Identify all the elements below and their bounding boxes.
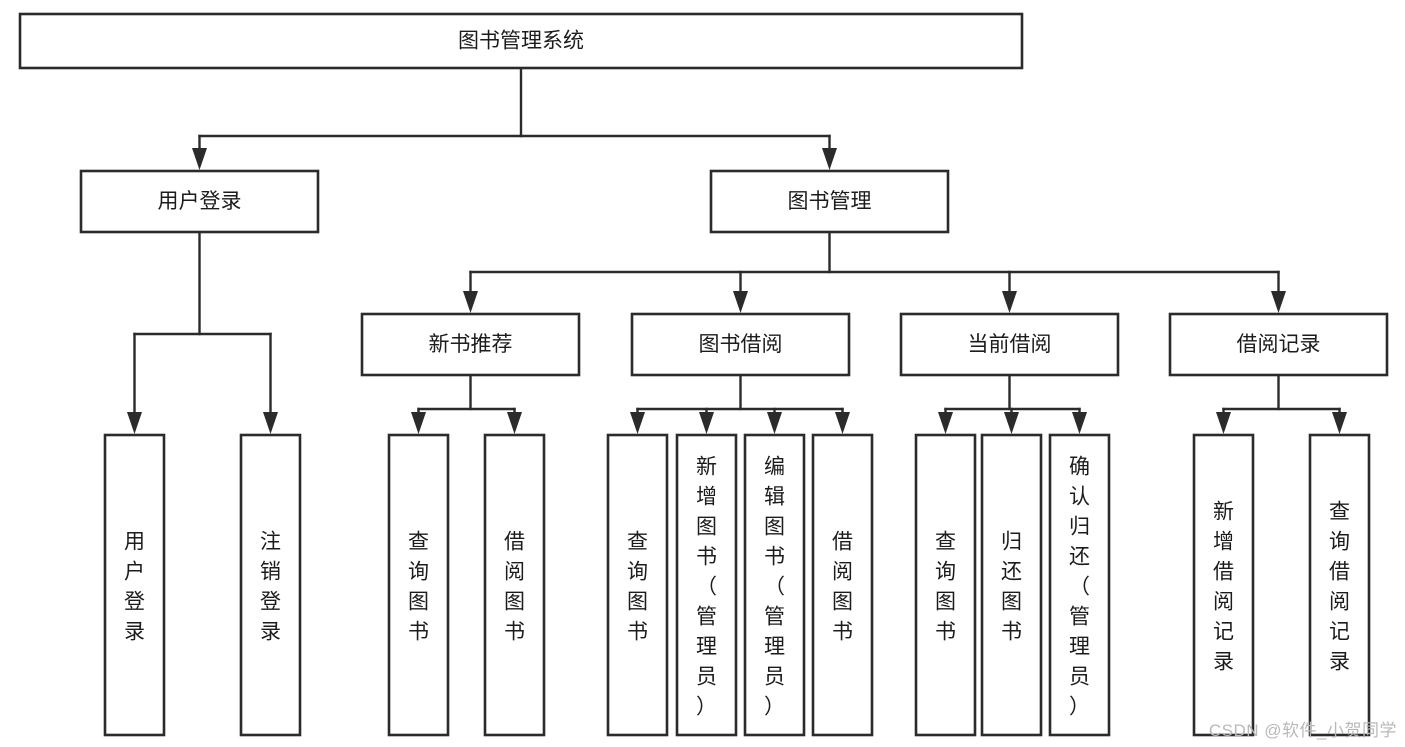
node-borrow-query-book-label: 查询图书 [627, 530, 648, 643]
node-recommend-query-book-label: 查询图书 [408, 530, 429, 643]
arrow-head-icon [127, 412, 142, 434]
arrow-head-icon [411, 412, 426, 434]
arrow-head-icon [822, 148, 837, 170]
node-borrow-borrow-book-label: 借阅图书 [832, 530, 853, 643]
arrow-head-icon [1072, 412, 1087, 434]
node-book-borrow-label: 图书借阅 [699, 333, 783, 356]
node-borrow-query-book[interactable]: 查询图书 [606, 433, 669, 737]
node-borrow-edit-book-label: 编辑图书（管理员） [764, 455, 785, 718]
node-new-book-recommend[interactable]: 新书推荐 [360, 312, 581, 377]
arrow-head-icon [1004, 412, 1019, 434]
arrow-head-icon [733, 291, 748, 313]
arrow-head-icon [192, 148, 207, 170]
node-borrow-borrow-book-rect[interactable] [811, 433, 874, 737]
node-borrow-borrow-book[interactable]: 借阅图书 [811, 433, 874, 737]
node-book-borrow[interactable]: 图书借阅 [630, 312, 851, 377]
node-current-confirm-return-label: 确认归还（管理员） [1069, 455, 1090, 718]
node-current-confirm-return[interactable]: 确认归还（管理员） [1048, 433, 1111, 737]
node-user-login-do[interactable]: 用户登录 [103, 433, 166, 737]
arrow-head-icon [699, 412, 714, 434]
node-root[interactable]: 图书管理系统 [18, 12, 1024, 70]
node-new-book-recommend-label: 新书推荐 [429, 333, 513, 356]
arrow-head-icon [1002, 291, 1017, 313]
node-borrow-record-label: 借阅记录 [1237, 333, 1321, 356]
node-current-confirm-return-rect[interactable] [1048, 433, 1111, 737]
node-record-query-label: 查询借阅记录 [1329, 500, 1350, 673]
node-book-borrow-rect[interactable] [630, 312, 851, 377]
node-borrow-edit-book-rect[interactable] [743, 433, 806, 737]
node-recommend-borrow-book-rect[interactable] [483, 433, 546, 737]
node-new-book-recommend-rect[interactable] [360, 312, 581, 377]
node-root-rect[interactable] [18, 12, 1024, 70]
arrow-head-icon [263, 412, 278, 434]
node-user-login[interactable]: 用户登录 [79, 169, 320, 234]
node-recommend-query-book-rect[interactable] [387, 433, 450, 737]
node-record-add-label: 新增借阅记录 [1213, 500, 1234, 673]
arrow-head-icon [1216, 412, 1231, 434]
node-user-logout-rect[interactable] [239, 433, 302, 737]
node-book-management-rect[interactable] [709, 169, 950, 234]
arrow-head-icon [1271, 291, 1286, 313]
arrow-head-icon [767, 412, 782, 434]
node-current-query-book-rect[interactable] [914, 433, 977, 737]
node-current-borrow[interactable]: 当前借阅 [899, 312, 1120, 377]
node-borrow-edit-book[interactable]: 编辑图书（管理员） [743, 433, 806, 737]
node-record-add[interactable]: 新增借阅记录 [1192, 433, 1255, 737]
node-borrow-query-book-rect[interactable] [606, 433, 669, 737]
node-borrow-record-rect[interactable] [1168, 312, 1389, 377]
node-current-query-book-label: 查询图书 [935, 530, 956, 643]
node-record-add-rect[interactable] [1192, 433, 1255, 737]
node-borrow-add-book-label: 新增图书（管理员） [696, 455, 717, 718]
node-user-login-do-rect[interactable] [103, 433, 166, 737]
node-book-management[interactable]: 图书管理 [709, 169, 950, 234]
node-current-query-book[interactable]: 查询图书 [914, 433, 977, 737]
node-current-borrow-rect[interactable] [899, 312, 1120, 377]
node-recommend-borrow-book-label: 借阅图书 [504, 530, 525, 643]
node-record-query[interactable]: 查询借阅记录 [1308, 433, 1371, 737]
arrow-head-icon [1332, 412, 1347, 434]
arrow-head-icon [835, 412, 850, 434]
arrow-head-icon [463, 291, 478, 313]
arrow-head-icon [938, 412, 953, 434]
node-borrow-add-book[interactable]: 新增图书（管理员） [675, 433, 738, 737]
node-current-return-book[interactable]: 归还图书 [980, 433, 1043, 737]
node-root-label: 图书管理系统 [458, 30, 584, 53]
node-record-query-rect[interactable] [1308, 433, 1371, 737]
node-recommend-borrow-book[interactable]: 借阅图书 [483, 433, 546, 737]
node-current-return-book-rect[interactable] [980, 433, 1043, 737]
node-user-login-do-label: 用户登录 [124, 530, 145, 643]
node-recommend-query-book[interactable]: 查询图书 [387, 433, 450, 737]
node-current-return-book-label: 归还图书 [1001, 530, 1022, 643]
node-current-borrow-label: 当前借阅 [968, 333, 1052, 356]
node-user-login-rect[interactable] [79, 169, 320, 234]
node-user-logout-label: 注销登录 [260, 530, 281, 643]
node-user-logout[interactable]: 注销登录 [239, 433, 302, 737]
node-book-management-label: 图书管理 [788, 190, 872, 213]
node-user-login-label: 用户登录 [158, 190, 242, 213]
node-borrow-add-book-rect[interactable] [675, 433, 738, 737]
arrow-head-icon [507, 412, 522, 434]
arrow-head-icon [630, 412, 645, 434]
node-borrow-record[interactable]: 借阅记录 [1168, 312, 1389, 377]
